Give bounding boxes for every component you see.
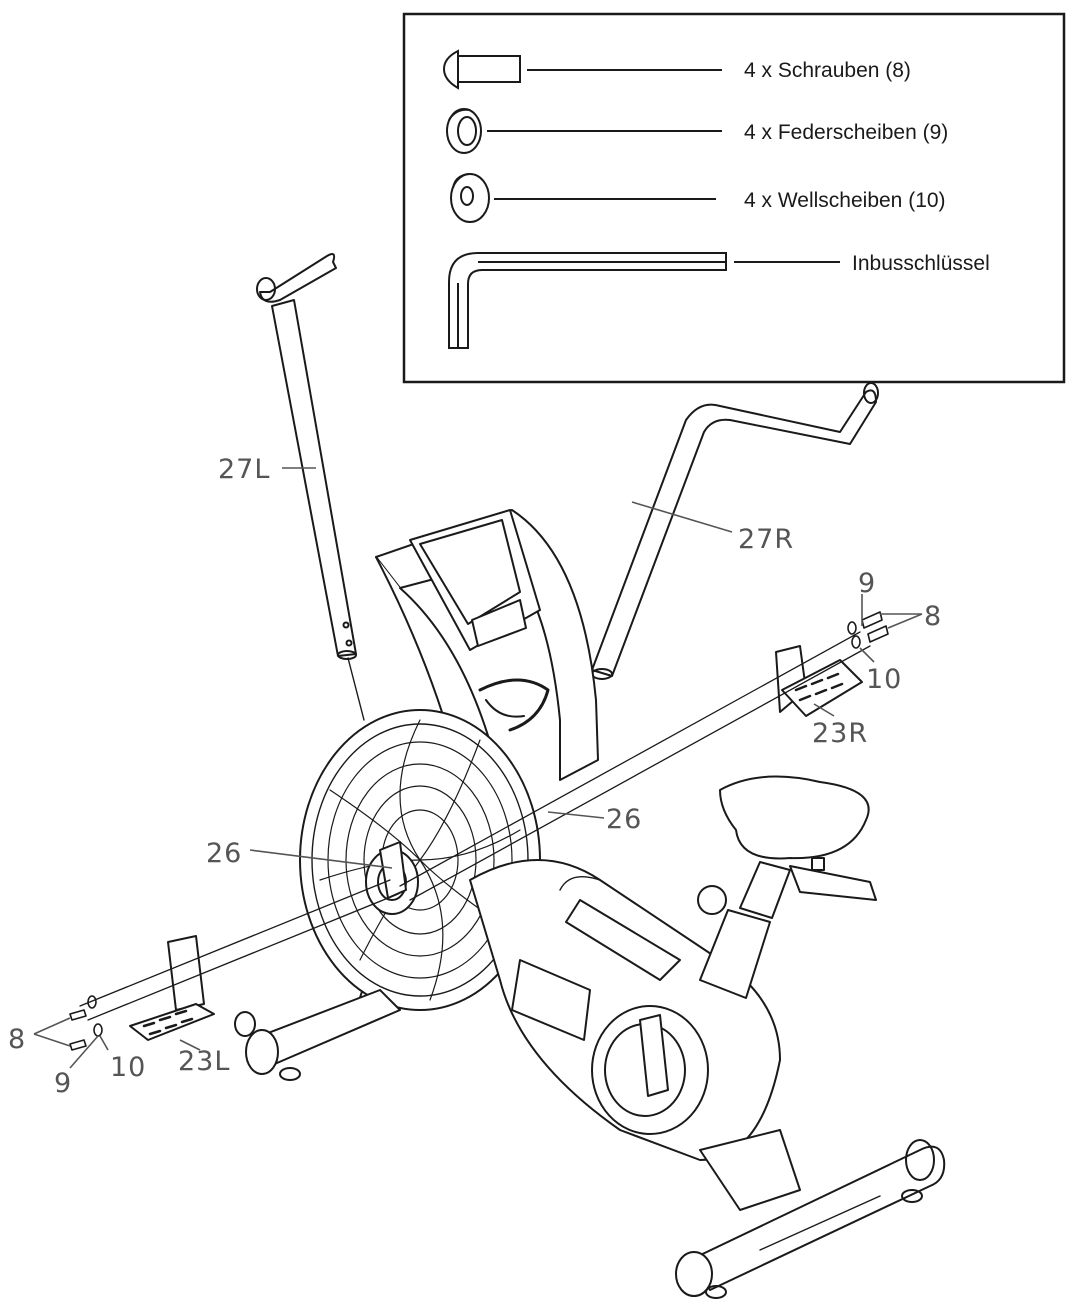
footrest-left — [129, 935, 215, 1041]
label-axle-left: 26 — [206, 838, 242, 869]
spring-washer-icon — [446, 108, 722, 154]
handlebar-right — [591, 382, 879, 680]
front-stabilizer — [234, 989, 401, 1081]
label-spring-washer-left: 9 — [54, 1068, 72, 1099]
bolt-icon — [442, 49, 722, 90]
main-body — [469, 859, 781, 1161]
footrest-right — [775, 645, 863, 717]
label-spring-washer-right: 9 — [858, 568, 876, 599]
hardware-item-spring-washers: 4 x Federscheiben (9) — [744, 121, 948, 144]
label-bolt-left: 8 — [8, 1024, 26, 1055]
allen-key-icon — [448, 252, 840, 349]
label-footrest-left: 23L — [178, 1046, 230, 1077]
label-wave-washer-right: 10 — [866, 664, 902, 695]
handlebar-left — [256, 253, 365, 721]
hardware-item-bolts: 4 x Schrauben (8) — [744, 59, 911, 82]
label-axle-right: 26 — [606, 804, 642, 835]
axle-lines — [79, 631, 871, 1021]
rear-stabilizer — [675, 1129, 946, 1299]
hardware-right — [847, 611, 889, 649]
hardware-left — [69, 995, 103, 1051]
air-bike-drawing — [69, 253, 946, 1299]
label-handlebar-right: 27R — [738, 524, 794, 555]
hardware-item-wave-washers: 4 x Wellscheiben (10) — [744, 189, 946, 212]
label-bolt-right: 8 — [924, 601, 942, 632]
hardware-item-allen-key: Inbusschlüssel — [852, 252, 990, 275]
hardware-box: 4 x Schrauben (8) 4 x Federscheiben (9) … — [402, 12, 1066, 384]
seat-assembly — [697, 775, 877, 999]
fan-wheel — [299, 709, 541, 1011]
wave-washer-icon — [450, 173, 716, 223]
label-handlebar-left: 27L — [218, 454, 270, 485]
leader-lines — [33, 467, 923, 1069]
label-footrest-right: 23R — [812, 718, 868, 749]
hardware-box-frame — [402, 12, 1066, 384]
label-wave-washer-left: 10 — [110, 1052, 146, 1083]
part-labels: 27L 27R 8 9 10 23R 26 26 8 9 10 23L — [8, 454, 942, 1099]
